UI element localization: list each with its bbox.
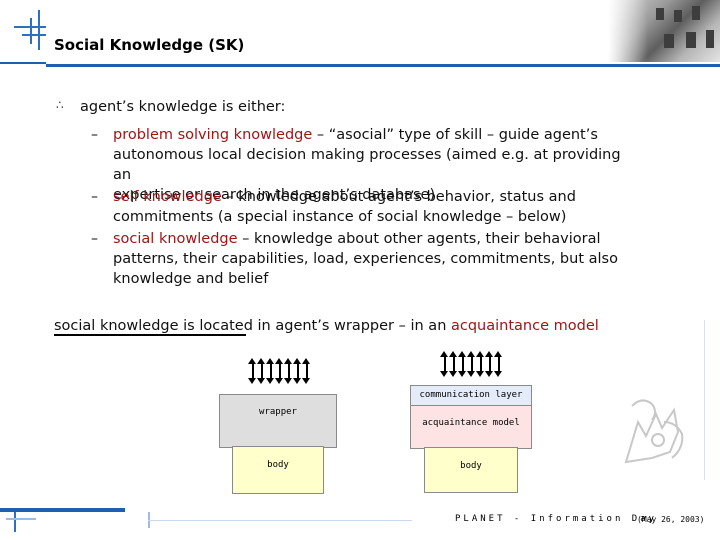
item-text: expertise or search in the agent’s datab… [113,187,436,203]
double-arrow-icon [302,358,311,384]
location-sentence: social knowledge is located in agent’s w… [54,316,599,336]
item-text: – knowledge about agent’s behavior, stat… [221,189,576,205]
body-label: body [460,461,482,471]
item-text: patterns, their capabilities, load, expe… [113,251,618,267]
item-text: commitments (a special instance of socia… [113,209,567,225]
double-arrow-icon [275,358,284,384]
footer-text: PLANET - Information Day [455,514,658,524]
item-text: – knowledge about other agents, their be… [237,231,601,247]
footer-date: (May 26, 2003) [637,515,705,524]
footer-rule-v [14,508,16,532]
double-arrow-icon [449,351,458,377]
double-arrow-icon [257,358,266,384]
double-arrow-icon [467,351,476,377]
term-self-knowledge: self knowledge [113,189,222,205]
header-photo [608,0,720,62]
title-rule [46,64,720,67]
corner-rule-v [30,18,32,44]
footer-rule-h2 [148,520,412,521]
item-text: knowledge and belief [113,271,269,287]
double-arrow-icon [440,351,449,377]
location-highlight: acquaintance model [451,318,599,334]
item-dash: – [91,231,98,247]
right-rule-v [704,320,705,480]
footer-rule [0,508,125,512]
lion-logo [624,399,684,464]
communication-layer-box: communication layer [410,385,532,406]
location-middle: in agent’s wrapper – in an [252,318,451,334]
double-arrow-icon [476,351,485,377]
body-box-left: body [232,446,324,494]
footer-rule-h [6,518,36,520]
list-item: problem solving knowledge – “asocial” ty… [113,125,643,205]
communication-layer-label: communication layer [419,390,523,400]
arrows-right [440,351,503,377]
acquaintance-model-label: acquaintance model [422,418,520,428]
item-text: – “asocial” type of skill – guide agent’… [312,127,598,143]
double-arrow-icon [248,358,257,384]
list-item: self knowledge – knowledge about agent’s… [113,187,643,227]
item-dash: – [91,127,98,143]
item-dash: – [91,189,98,205]
double-arrow-icon [284,358,293,384]
term-social-knowledge: social knowledge [113,231,238,247]
term-problem-solving: problem solving knowledge [113,127,313,143]
location-underlined: social knowledge is located [54,318,253,334]
double-arrow-icon [494,351,503,377]
corner-rule-h2 [22,34,46,36]
double-arrow-icon [266,358,275,384]
therefore-bullet: ∴ [56,98,64,112]
corner-rule-v2 [38,10,40,50]
slide-title: Social Knowledge (SK) [54,36,245,54]
acquaintance-model-box: acquaintance model [410,405,532,449]
body-label: body [267,460,289,470]
body-box-right: body [424,447,518,493]
wrapper-label: wrapper [259,407,297,417]
double-arrow-icon [293,358,302,384]
double-arrow-icon [458,351,467,377]
double-arrow-icon [485,351,494,377]
list-item: social knowledge – knowledge about other… [113,229,643,289]
intro-text: agent’s knowledge is either: [80,99,286,115]
wrapper-box: wrapper [219,394,337,448]
location-underline [54,334,246,336]
item-text: autonomous local decision making process… [113,147,621,183]
arrows-left [248,358,311,384]
corner-rule-h [14,26,46,28]
title-rule-left [0,62,46,64]
